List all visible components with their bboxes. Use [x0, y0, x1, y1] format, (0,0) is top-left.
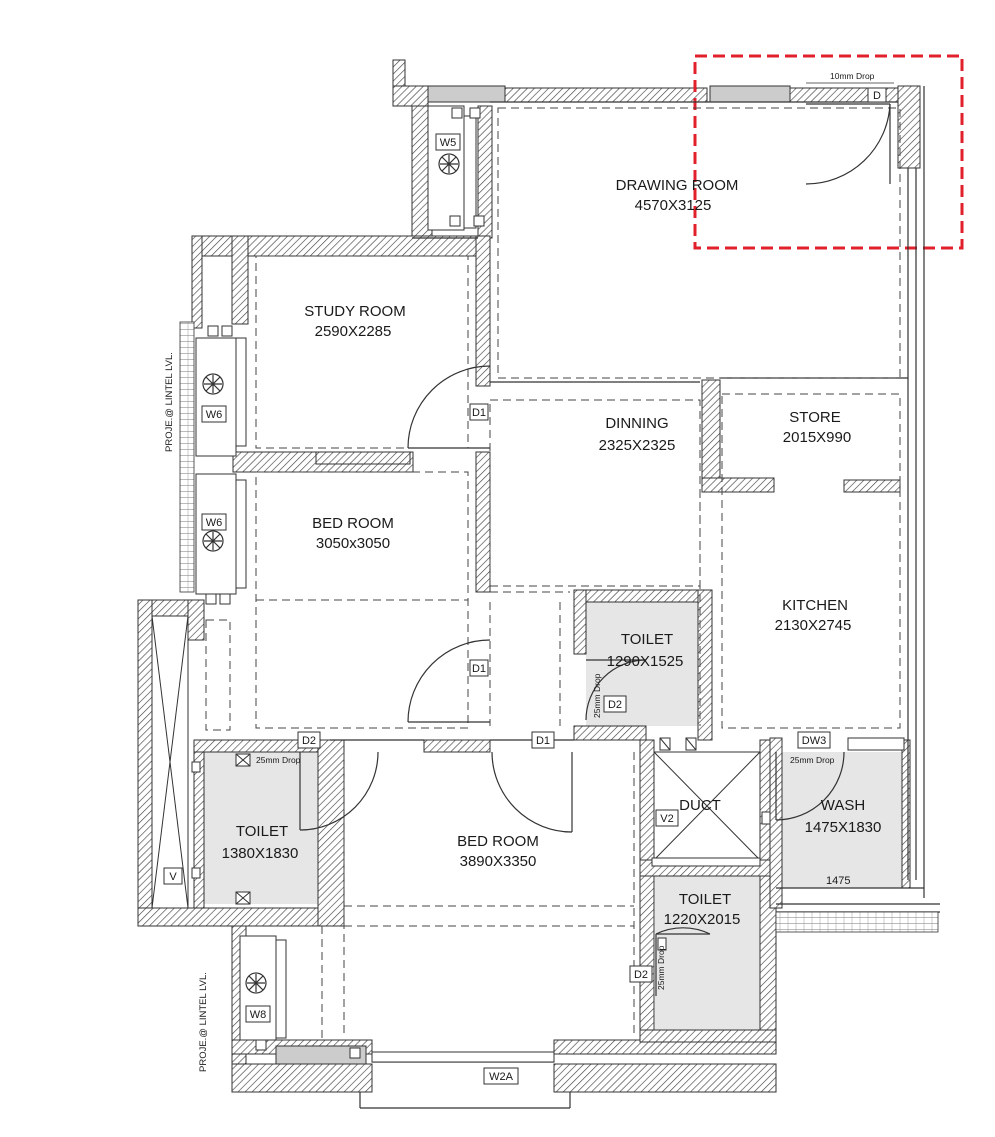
room-size-toilet-right: 1220X2015 — [664, 911, 741, 928]
note-proje-top: PROJE.@ LINTEL LVL. — [164, 352, 175, 452]
room-name-duct: DUCT — [679, 797, 721, 814]
note-25mm-drop-center: 25mm Drop — [592, 673, 602, 718]
fixtures — [191, 107, 905, 1059]
note-10mm-drop: 10mm Drop — [830, 71, 875, 81]
door-swings — [299, 103, 891, 996]
note-25mm-drop-left: 25mm Drop — [256, 755, 301, 765]
tag-labels: D D1 D1 D1 D2 D2 D2 DW3 V2 V W5 W6 W6 W8… — [169, 90, 881, 1083]
note-proje-bottom: PROJE.@ LINTEL LVL. — [198, 972, 209, 1072]
tag-boxes — [163, 87, 887, 1085]
louvres — [179, 321, 939, 933]
door-tag-toilet-right: D2 — [634, 969, 648, 981]
dashed-lines — [205, 107, 901, 1040]
room-name-toilet-center: TOILET — [621, 631, 673, 648]
wet-area-fills — [204, 602, 902, 1042]
room-name-bed2: BED ROOM — [457, 833, 539, 850]
room-size-bed2: 3890X3350 — [460, 853, 537, 870]
door-tag-study: D1 — [472, 407, 486, 419]
note-25mm-drop-right: 25mm Drop — [656, 945, 666, 990]
dimension-1475: 1475 — [826, 875, 850, 887]
room-size-dinning: 2325X2325 — [599, 437, 676, 454]
highlight-box — [693, 54, 964, 250]
room-name-dinning: DINNING — [605, 415, 668, 432]
room-size-study: 2590X2285 — [315, 323, 392, 340]
door-tag-toilet-left: D2 — [302, 735, 316, 747]
room-name-study: STUDY ROOM — [304, 303, 405, 320]
window-tag-w6-bottom: W6 — [206, 517, 223, 529]
notes: 10mm Drop 25mm Drop 25mm Drop 25mm Drop … — [164, 71, 900, 1072]
window-tag-w6-top: W6 — [206, 409, 223, 421]
vent-tag-duct: V2 — [660, 813, 673, 825]
room-name-bed1: BED ROOM — [312, 515, 394, 532]
room-name-toilet-left: TOILET — [236, 823, 288, 840]
window-tag-w2a: W2A — [489, 1071, 514, 1083]
door-tag-bed2: D1 — [536, 735, 550, 747]
door-tag-bed: D1 — [472, 663, 486, 675]
room-size-toilet-left: 1380X1830 — [222, 845, 299, 862]
room-size-toilet-center: 1290X1525 — [607, 653, 684, 670]
window-tag-w8: W8 — [250, 1009, 267, 1021]
room-name-drawing: DRAWING ROOM — [616, 177, 739, 194]
vent-tag-left: V — [169, 871, 177, 883]
room-name-store: STORE — [789, 409, 840, 426]
room-name-wash: WASH — [821, 797, 865, 814]
room-name-kitchen: KITCHEN — [782, 597, 848, 614]
note-25mm-drop-wash: 25mm Drop — [790, 755, 835, 765]
room-size-store: 2015X990 — [783, 429, 851, 446]
left-shaft — [151, 615, 189, 909]
door-tag-toilet-center: D2 — [608, 699, 622, 711]
room-size-bed1: 3050x3050 — [316, 535, 390, 552]
exhaust-fans — [202, 153, 460, 994]
room-size-wash: 1475X1830 — [805, 819, 882, 836]
room-size-kitchen: 2130X2745 — [775, 617, 852, 634]
room-size-drawing: 4570X3125 — [635, 197, 712, 214]
room-labels: DRAWING ROOM 4570X3125 STUDY ROOM 2590X2… — [222, 177, 882, 928]
door-tag-main: D — [873, 90, 881, 102]
window-tag-w5: W5 — [440, 137, 457, 149]
room-name-toilet-right: TOILET — [679, 891, 731, 908]
door-tag-wash: DW3 — [802, 735, 826, 747]
